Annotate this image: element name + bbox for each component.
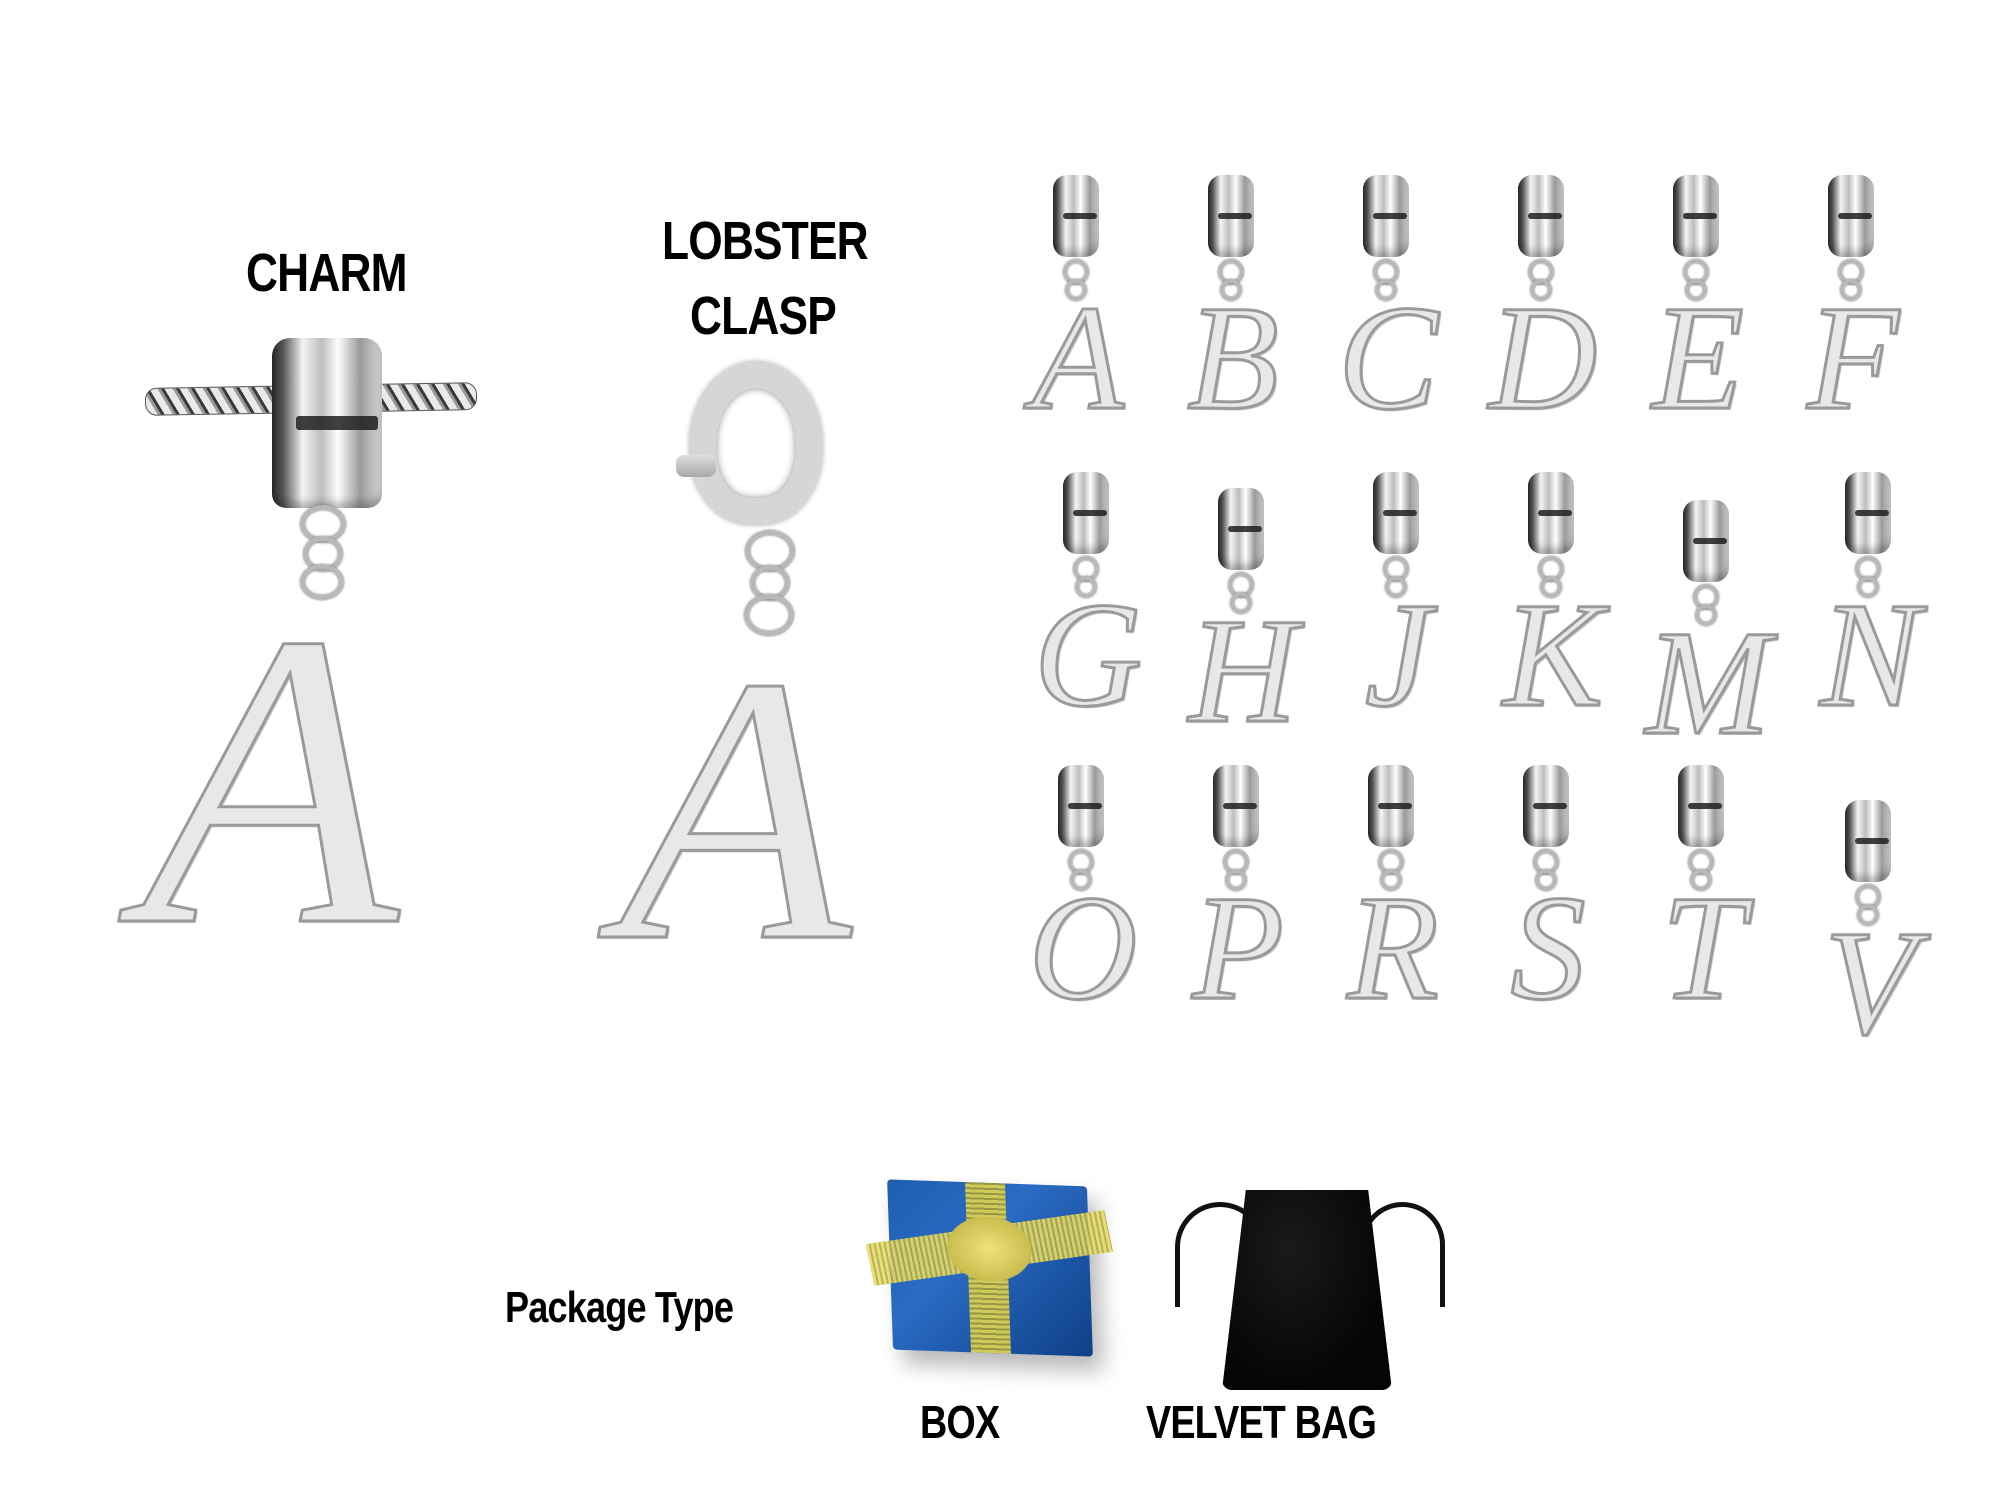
bow-icon bbox=[946, 1215, 1033, 1283]
bead-icon bbox=[1368, 765, 1414, 847]
letter-charm-r[interactable]: R bbox=[1313, 765, 1463, 1025]
jump-ring bbox=[300, 564, 344, 600]
ring-icon bbox=[1530, 279, 1552, 301]
gift-box-icon bbox=[865, 1179, 1114, 1357]
clasp-letter-pendant: A bbox=[617, 599, 852, 1020]
letter-charm-j[interactable]: J bbox=[1318, 472, 1468, 732]
bead-barrel bbox=[272, 338, 382, 508]
letter-glyph: C bbox=[1336, 275, 1439, 441]
letter-charm-d[interactable]: D bbox=[1463, 175, 1613, 435]
letter-glyph: T bbox=[1660, 865, 1746, 1031]
letter-charm-s[interactable]: S bbox=[1468, 765, 1618, 1025]
letter-charm-e[interactable]: E bbox=[1618, 175, 1768, 435]
ring-icon bbox=[1685, 279, 1707, 301]
ring-icon bbox=[1380, 869, 1402, 891]
letter-charm-h[interactable]: H bbox=[1163, 488, 1313, 748]
ring-icon bbox=[1075, 576, 1097, 598]
bead-icon bbox=[1528, 472, 1574, 554]
ring-icon bbox=[1857, 576, 1879, 598]
bead-icon bbox=[1213, 765, 1259, 847]
bead-icon bbox=[1058, 765, 1104, 847]
ring-icon bbox=[1220, 279, 1242, 301]
ring-icon bbox=[1695, 604, 1717, 626]
ring-icon bbox=[1375, 279, 1397, 301]
letter-glyph: F bbox=[1806, 275, 1901, 441]
letter-charm-b[interactable]: B bbox=[1153, 175, 1303, 435]
bead-icon bbox=[1523, 765, 1569, 847]
bead-icon bbox=[1063, 472, 1109, 554]
letter-glyph: H bbox=[1187, 588, 1298, 754]
package-type-title: Package Type bbox=[505, 1283, 734, 1332]
letter-glyph: P bbox=[1191, 865, 1286, 1031]
clasp-lever bbox=[676, 455, 716, 477]
bead-icon bbox=[1518, 175, 1564, 257]
letter-glyph: R bbox=[1346, 865, 1441, 1031]
bead-icon bbox=[1678, 765, 1724, 847]
ring-icon bbox=[1840, 279, 1862, 301]
lobster-label-line2: CLASP bbox=[690, 286, 837, 346]
letter-glyph: M bbox=[1644, 600, 1772, 766]
letter-charm-c[interactable]: C bbox=[1308, 175, 1458, 435]
ring-icon bbox=[1857, 904, 1879, 926]
letter-charm-a[interactable]: A bbox=[998, 175, 1148, 435]
ring-icon bbox=[1225, 869, 1247, 891]
letter-glyph: B bbox=[1186, 275, 1281, 441]
ring-icon bbox=[1540, 576, 1562, 598]
letter-charm-f[interactable]: F bbox=[1773, 175, 1923, 435]
letter-glyph: S bbox=[1509, 865, 1587, 1031]
ring-icon bbox=[1065, 279, 1087, 301]
bead-icon bbox=[1673, 175, 1719, 257]
letter-glyph: G bbox=[1032, 572, 1143, 738]
letter-charm-p[interactable]: P bbox=[1158, 765, 1308, 1025]
bead-icon bbox=[1828, 175, 1874, 257]
ring-icon bbox=[1690, 869, 1712, 891]
box-label: BOX bbox=[920, 1396, 1000, 1448]
lobster-label-line1: LOBSTER bbox=[662, 211, 869, 271]
letter-charm-k[interactable]: K bbox=[1473, 472, 1623, 732]
letter-charm-m[interactable]: M bbox=[1628, 500, 1778, 760]
jump-ring bbox=[744, 594, 794, 636]
ring-icon bbox=[1070, 869, 1092, 891]
letter-glyph: J bbox=[1363, 572, 1433, 738]
bead-icon bbox=[1683, 500, 1729, 582]
charm-letter-pendant: A bbox=[140, 547, 400, 1012]
velvet-bag-label: VELVET BAG bbox=[1146, 1396, 1377, 1448]
bead-icon bbox=[1218, 488, 1264, 570]
bead-icon bbox=[1845, 800, 1891, 882]
letter-glyph: V bbox=[1823, 900, 1918, 1066]
letter-glyph: O bbox=[1027, 865, 1138, 1031]
letter-charm-n[interactable]: N bbox=[1790, 472, 1940, 732]
letter-glyph: K bbox=[1501, 572, 1604, 738]
bead-icon bbox=[1373, 472, 1419, 554]
velvet-bag-icon bbox=[1222, 1190, 1392, 1390]
lobster-clasp-icon bbox=[690, 362, 822, 524]
letter-charm-o[interactable]: O bbox=[1003, 765, 1153, 1025]
bead-icon bbox=[1053, 175, 1099, 257]
letter-glyph: N bbox=[1818, 572, 1921, 738]
letter-glyph: D bbox=[1487, 275, 1598, 441]
ring-icon bbox=[1385, 576, 1407, 598]
bead-icon bbox=[1208, 175, 1254, 257]
letter-charm-v[interactable]: V bbox=[1790, 800, 1940, 1060]
letter-charm-t[interactable]: T bbox=[1623, 765, 1773, 1025]
bead-icon bbox=[1845, 472, 1891, 554]
ring-icon bbox=[1535, 869, 1557, 891]
ring-icon bbox=[1230, 592, 1252, 614]
bead-icon bbox=[1363, 175, 1409, 257]
letter-glyph: E bbox=[1651, 275, 1746, 441]
letter-charm-g[interactable]: G bbox=[1008, 472, 1158, 732]
letter-glyph: A bbox=[1031, 275, 1126, 441]
charm-label: CHARM bbox=[246, 243, 408, 303]
